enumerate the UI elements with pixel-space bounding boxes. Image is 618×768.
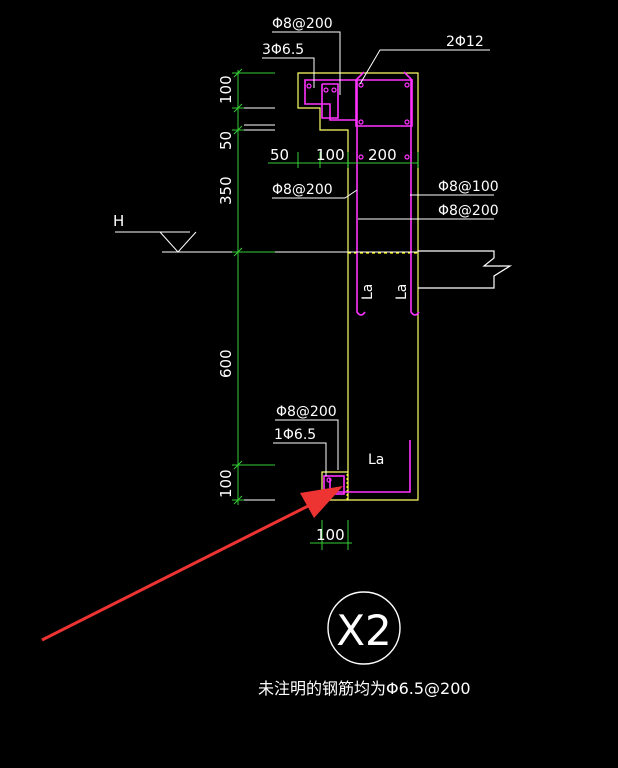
annotation-arrow — [41, 486, 343, 642]
label-top-bars-left: 3Φ6.5 — [262, 42, 304, 58]
dim-v-100-top: 100 — [217, 75, 235, 104]
rebar-dots — [306, 82, 410, 483]
dim-h-200: 200 — [368, 146, 397, 164]
dim-h-100-bottom: 100 — [316, 526, 345, 544]
dim-h-100: 100 — [316, 146, 345, 164]
concrete-top-profile — [297, 72, 419, 501]
label-bottom-bar: 1Φ6.5 — [274, 427, 316, 443]
bottom-l-bar — [329, 440, 411, 493]
label-mid-right-2: Φ8@200 — [438, 203, 499, 219]
slab — [418, 250, 513, 289]
label-mid-left: Φ8@200 — [272, 182, 333, 198]
label-top-stirrup: Φ8@200 — [272, 16, 333, 32]
general-note: 未注明的钢筋均为Φ6.5@200 — [258, 679, 471, 698]
right-vertical-bar — [410, 80, 420, 316]
label-level: H — [113, 212, 124, 230]
top-stirrup — [304, 79, 413, 127]
left-vertical-bar — [356, 80, 366, 316]
label-top-bars-right: 2Φ12 — [446, 34, 484, 50]
label-bottom-stirrup: Φ8@200 — [276, 404, 337, 420]
dimension-lines — [232, 68, 419, 550]
dim-h-50: 50 — [270, 146, 289, 164]
label-anchor-3: La — [368, 452, 384, 468]
top-inner-stirrup — [321, 83, 339, 119]
dim-v-100-bottom: 100 — [217, 469, 235, 498]
section-mark-text: X2 — [336, 606, 392, 655]
label-anchor-1: La — [360, 284, 376, 300]
label-anchor-2: La — [394, 284, 410, 300]
section-mark: X2 — [327, 591, 401, 665]
leader-lines — [115, 31, 494, 501]
label-mid-right-1: Φ8@100 — [438, 179, 499, 195]
dim-v-350: 350 — [217, 176, 235, 205]
rebar-group — [304, 71, 420, 495]
dim-v-600: 600 — [217, 349, 235, 378]
dim-v-50: 50 — [217, 131, 235, 150]
